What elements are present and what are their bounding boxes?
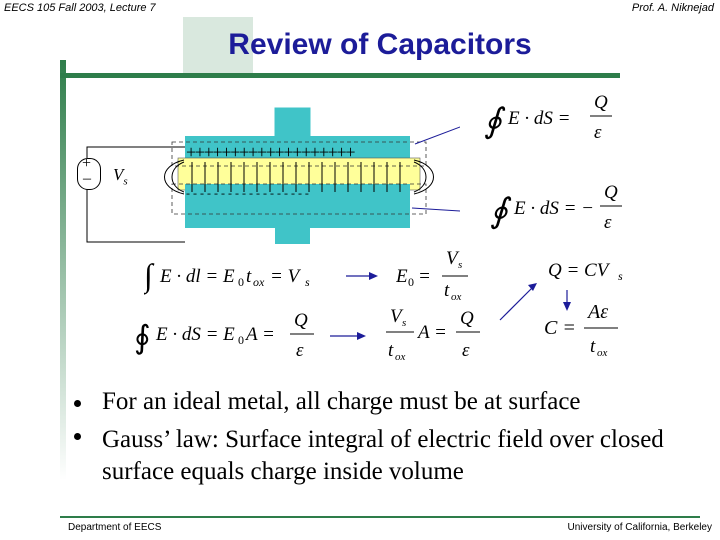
svg-text:s: s bbox=[458, 259, 462, 271]
equation-capacitance: C = Aε t ox bbox=[540, 300, 630, 367]
source-minus: – bbox=[83, 170, 91, 187]
svg-text:0: 0 bbox=[408, 275, 414, 289]
svg-text:ε: ε bbox=[296, 340, 304, 361]
gaussian-surface-bottom bbox=[171, 183, 427, 215]
footer-university: University of California, Berkeley bbox=[567, 522, 713, 533]
footer-department: Department of EECS bbox=[68, 522, 162, 533]
svg-text:ox: ox bbox=[253, 275, 265, 289]
field-lines bbox=[191, 162, 401, 192]
fringe-field-lines bbox=[164, 159, 434, 195]
left-green-band bbox=[60, 60, 66, 480]
gaussian-surface-top bbox=[171, 141, 427, 167]
svg-text:Aε: Aε bbox=[586, 301, 608, 323]
equation-gauss-bottom: ∮ E · dS = − Q ε bbox=[490, 182, 630, 243]
wire-top bbox=[86, 146, 185, 158]
svg-text:A =: A = bbox=[416, 322, 447, 343]
svg-text:t: t bbox=[590, 336, 596, 357]
svg-text:A =: A = bbox=[244, 324, 275, 345]
wire-bottom bbox=[86, 188, 185, 243]
svg-text:∮: ∮ bbox=[134, 319, 151, 355]
header-course: EECS 105 Fall 2003, Lecture 7 bbox=[4, 2, 156, 14]
svg-text:s: s bbox=[618, 269, 623, 283]
svg-text:∮: ∮ bbox=[490, 193, 512, 230]
svg-text:E: E bbox=[396, 266, 408, 287]
svg-text:t: t bbox=[246, 266, 252, 287]
svg-text:Q: Q bbox=[460, 308, 474, 329]
capacitor-diagram bbox=[86, 107, 460, 244]
svg-text:ε: ε bbox=[462, 340, 470, 361]
svg-text:ε: ε bbox=[594, 122, 602, 143]
plus-charges: +++++++++++++++++++ bbox=[186, 142, 355, 162]
header-bar bbox=[0, 0, 720, 17]
svg-text:Q = CV: Q = CV bbox=[548, 260, 611, 281]
equation-field-area: V s t ox A = Q ε bbox=[386, 306, 486, 371]
equation-line-integral: ∫ E · dl = E 0 t ox = V s bbox=[142, 256, 334, 301]
arrow-to-capacitance bbox=[499, 285, 535, 321]
equation-charge: Q = CV s bbox=[548, 254, 638, 289]
source-plus: + bbox=[82, 155, 92, 172]
minus-charges: - - - - - - - - - - - - - - - - - - bbox=[186, 186, 309, 200]
gate-bottom-stem bbox=[275, 226, 310, 244]
svg-text:t: t bbox=[444, 280, 450, 301]
svg-text:Q: Q bbox=[594, 92, 608, 113]
bullet-dot-2 bbox=[74, 433, 81, 440]
title-green-block bbox=[183, 17, 253, 73]
svg-text:E · dS = E: E · dS = E bbox=[155, 324, 235, 345]
arrow-to-gauss-bottom bbox=[411, 207, 460, 212]
bullet-2: Gauss’ law: Surface integral of electric… bbox=[102, 426, 664, 485]
svg-text:ox: ox bbox=[451, 291, 462, 303]
arrow-to-gauss-top bbox=[414, 126, 460, 145]
voltage-source bbox=[77, 158, 101, 190]
svg-text:E · dl = E: E · dl = E bbox=[159, 266, 235, 287]
equation-gauss-area: ∮ E · dS = E 0 A = Q ε bbox=[134, 308, 324, 369]
svg-text:s: s bbox=[402, 317, 406, 329]
bullet-1: For an ideal metal, all charge must be a… bbox=[102, 388, 581, 415]
svg-text:Q: Q bbox=[604, 182, 618, 203]
svg-text:=: = bbox=[418, 266, 431, 287]
svg-text:0: 0 bbox=[238, 333, 244, 347]
footer-rule bbox=[60, 516, 700, 518]
svg-text:C =: C = bbox=[544, 317, 576, 339]
source-label: Vs bbox=[113, 165, 128, 187]
svg-text:= V: = V bbox=[270, 266, 302, 287]
svg-text:Q: Q bbox=[294, 310, 308, 331]
svg-text:ε: ε bbox=[604, 212, 612, 233]
header-author: Prof. A. Niknejad bbox=[631, 2, 714, 14]
svg-text:∮: ∮ bbox=[484, 103, 506, 140]
svg-text:0: 0 bbox=[238, 275, 244, 289]
svg-text:V: V bbox=[446, 248, 460, 269]
svg-text:ox: ox bbox=[597, 347, 608, 359]
svg-text:V: V bbox=[390, 306, 404, 327]
bullet-dot-1 bbox=[74, 400, 81, 407]
equation-field: E 0 = V s t ox bbox=[395, 248, 476, 313]
svg-text:t: t bbox=[388, 340, 394, 361]
source-label-v: V bbox=[113, 165, 124, 184]
title-underline bbox=[60, 73, 620, 78]
source-label-sub: s bbox=[123, 175, 128, 188]
equation-gauss-top: ∮ E · dS = Q ε bbox=[484, 92, 624, 154]
svg-text:s: s bbox=[305, 275, 310, 289]
gate-bottom-plate bbox=[185, 184, 410, 228]
svg-text:∫: ∫ bbox=[144, 257, 155, 295]
page-title: Review of Capacitors bbox=[228, 28, 532, 61]
svg-text:E · dS =: E · dS = bbox=[507, 108, 570, 129]
svg-text:E · dS = −: E · dS = − bbox=[513, 198, 594, 219]
svg-text:ox: ox bbox=[395, 351, 406, 363]
